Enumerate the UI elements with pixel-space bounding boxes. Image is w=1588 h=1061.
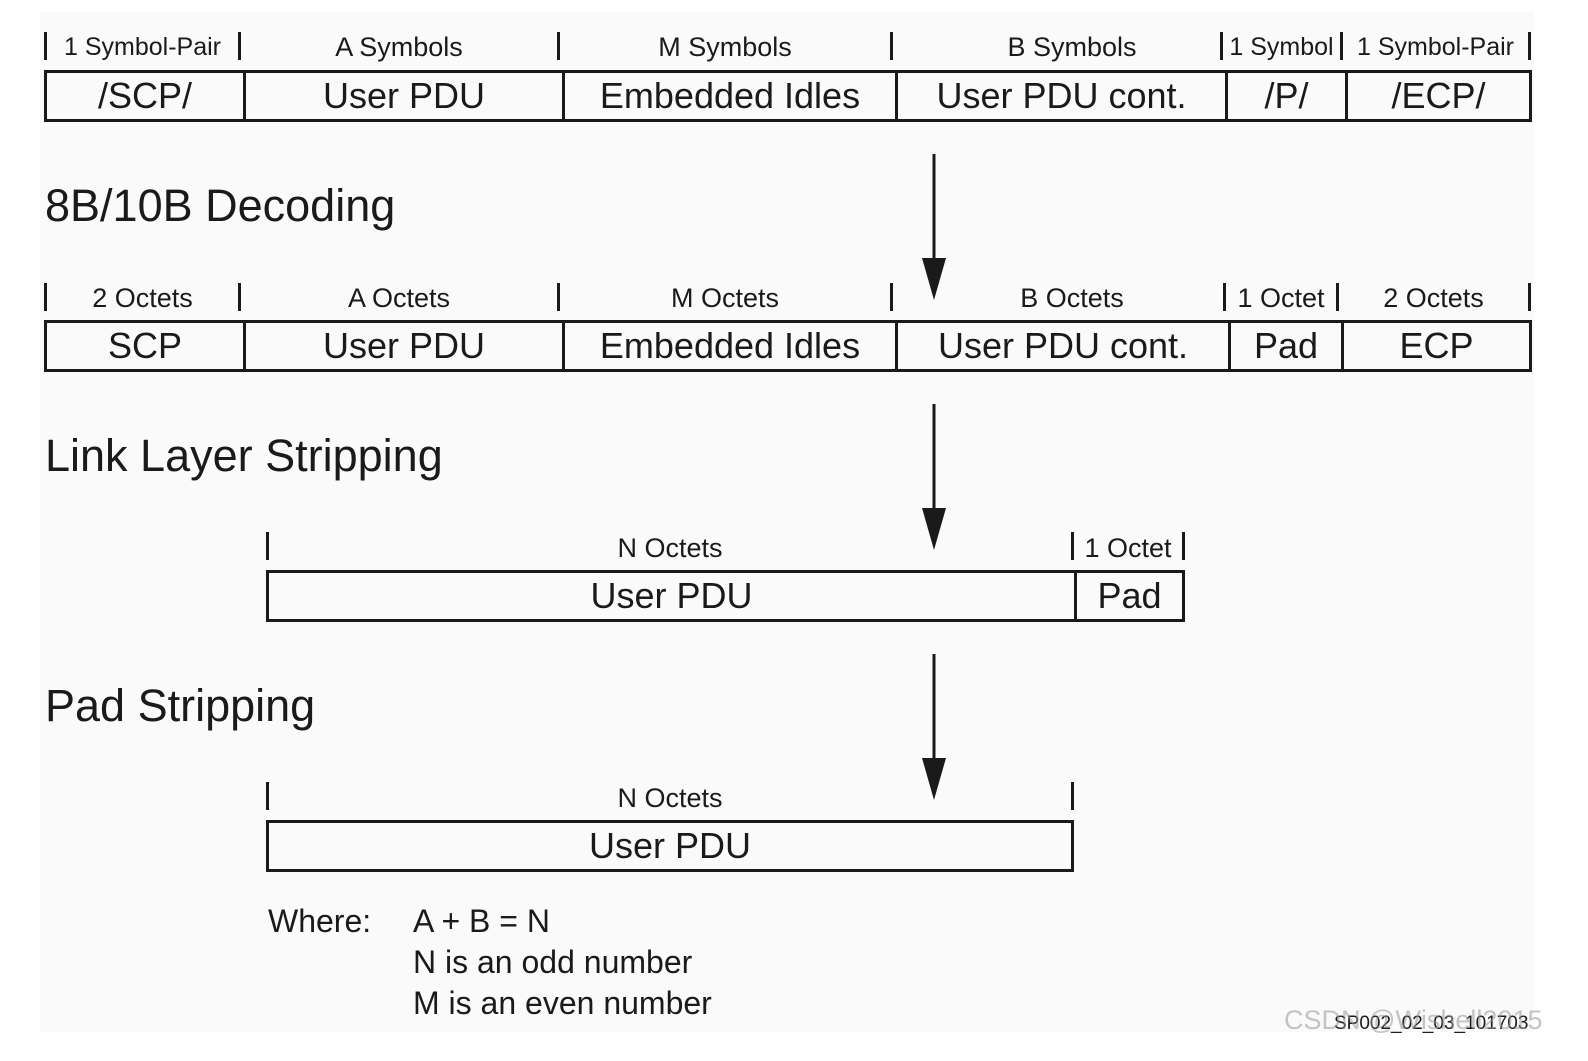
cell-user-pdu: User PDU: [588, 825, 752, 866]
stage-title-decoding: 8B/10B Decoding: [45, 180, 396, 231]
link-stripped-row: User PDU Pad: [266, 570, 1185, 622]
boundary-tick: [238, 283, 241, 311]
boundary-tick: [890, 32, 893, 60]
boundary-tick: [1336, 283, 1339, 311]
header-n-octets: N Octets: [617, 782, 723, 813]
watermark: CSDN @Wishell2015: [1284, 1005, 1543, 1035]
note-line: M is an even number: [413, 985, 712, 1021]
octet-stream-row: SCP User PDU Embedded Idles User PDU con…: [44, 320, 1532, 372]
cell-user-pdu: User PDU: [243, 323, 562, 369]
boundary-tick: [1223, 283, 1226, 311]
cell-scp: SCP: [107, 325, 183, 366]
cell-user-pdu: User PDU: [243, 73, 562, 119]
header-scp-octets: 2 Octets: [92, 282, 193, 313]
cell-pad-symbol: /P/: [1225, 73, 1345, 119]
header-n-octets: N Octets: [617, 532, 723, 563]
header-pad-octet: 1 Octet: [1084, 532, 1172, 563]
note-line: A + B = N: [413, 903, 550, 939]
boundary-tick: [1528, 283, 1531, 311]
diagram-canvas: [40, 12, 1534, 1032]
header-ecp-size: 1 Symbol-Pair: [1357, 32, 1514, 61]
arrow-down-icon: [922, 154, 946, 300]
boundary-tick: [238, 32, 241, 60]
boundary-tick: [44, 283, 47, 311]
header-a-octets: A Octets: [347, 282, 451, 313]
cell-ecp: ECP: [1341, 323, 1529, 369]
header-a-symbols: A Symbols: [335, 31, 463, 62]
header-m-octets: M Octets: [670, 282, 779, 313]
boundary-tick: [266, 532, 269, 560]
note-line: N is an odd number: [413, 944, 693, 980]
cell-user-pdu: User PDU: [590, 575, 753, 616]
header-scp-size: 1 Symbol-Pair: [64, 32, 221, 61]
boundary-tick: [1071, 782, 1074, 810]
cell-user-pdu-cont: User PDU cont.: [895, 323, 1228, 369]
header-m-symbols: M Symbols: [658, 31, 792, 62]
header-b-symbols: B Symbols: [1007, 31, 1137, 62]
cell-embedded-idles: Embedded Idles: [562, 323, 895, 369]
pad-stripped-row: User PDU: [266, 820, 1074, 872]
header-b-octets: B Octets: [1020, 282, 1124, 313]
arrow-down-icon: [922, 654, 946, 800]
header-p-size: 1 Symbol: [1229, 32, 1334, 61]
boundary-tick: [557, 32, 560, 60]
cell-embedded-idles: Embedded Idles: [562, 73, 895, 119]
boundary-tick: [1340, 32, 1343, 60]
cell-ecp-symbol: /ECP/: [1345, 73, 1529, 119]
symbol-stream-row: /SCP/ User PDU Embedded Idles User PDU c…: [44, 70, 1532, 122]
header-ecp-octets: 2 Octets: [1383, 282, 1484, 313]
boundary-tick: [557, 283, 560, 311]
boundary-tick: [1220, 32, 1223, 60]
boundary-tick: [1182, 532, 1185, 560]
stage-title-pad-stripping: Pad Stripping: [45, 680, 316, 731]
cell-pad: Pad: [1074, 573, 1182, 619]
cell-pad: Pad: [1228, 323, 1341, 369]
cell-user-pdu-cont: User PDU cont.: [895, 73, 1225, 119]
where-label: Where:: [268, 903, 372, 939]
boundary-tick: [1071, 532, 1074, 560]
boundary-tick: [890, 283, 893, 311]
header-pad-octet: 1 Octet: [1237, 282, 1325, 313]
boundary-tick: [1528, 32, 1531, 60]
cell-scp-symbol: /SCP/: [97, 75, 193, 116]
arrow-down-icon: [922, 404, 946, 550]
boundary-tick: [266, 782, 269, 810]
boundary-tick: [44, 32, 47, 60]
figure-id: SP002_02_03_101703: [1334, 1013, 1529, 1034]
stage-title-link-layer: Link Layer Stripping: [45, 430, 443, 481]
